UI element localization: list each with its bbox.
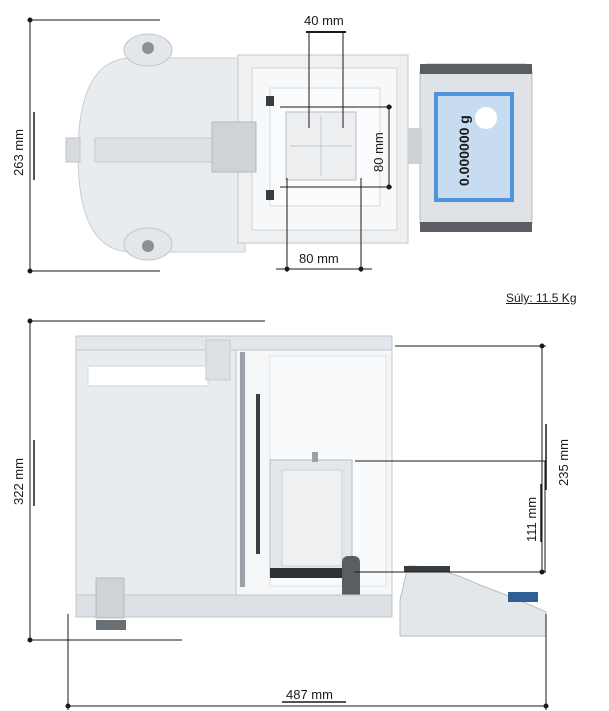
height-label: 322 mm [11, 458, 26, 505]
total-depth-label: 487 mm [286, 687, 333, 702]
top-view: 0.000000 g 263 mm 40 mm 80 mm [11, 13, 533, 274]
balance-base [75, 594, 393, 618]
display-reading: 0.000000 g [456, 115, 472, 186]
rear-housing-side [75, 349, 237, 596]
side-view: 322 mm 235 mm 111 mm 487 mm [11, 318, 571, 710]
weight-label: Súly: 11.5 Kg [506, 291, 577, 305]
chamber-height-label: 80 mm [371, 132, 386, 172]
depth-label: 263 mm [11, 129, 26, 176]
pan-height-label: 111 mm [524, 497, 539, 542]
pan-width-label: 40 mm [304, 13, 344, 28]
side-view-dimensions [27, 318, 549, 710]
top-view-dimensions [27, 17, 392, 274]
chamber-width-label: 80 mm [299, 251, 339, 266]
chamber-inner-height-label: 235 mm [556, 439, 571, 486]
